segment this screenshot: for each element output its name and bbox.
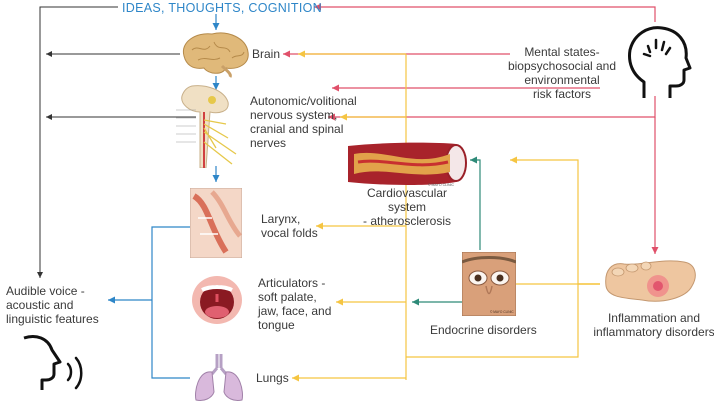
black-arrows [37,6,196,278]
yellow-arrows [292,50,600,382]
artery-credit: © MAYO CLINIC [428,183,455,187]
cognition-title: IDEAS, THOUGHTS, COGNITION [122,1,322,15]
larynx-image [190,188,242,258]
voice-label: Audible voice - acoustic and linguistic … [6,284,99,326]
speaking-head-icon [23,335,83,390]
cardio-label: Cardiovascular system - atherosclerosis [362,186,452,228]
mouth-image [192,276,242,324]
foot-image [605,260,696,302]
articulators-label: Articulators - soft palate, jaw, face, a… [258,276,332,332]
eyes-image: © MAYO CLINIC [462,252,516,316]
artery-image: © MAYO CLINIC [348,142,467,187]
thinking-head-icon [628,26,692,98]
mental-label: Mental states- biopsychosocial and envir… [507,45,617,101]
blue-arrows [108,14,220,379]
nervous-system-image [176,85,237,168]
brain-image [182,32,249,78]
eyes-credit: © MAYO CLINIC [490,310,514,314]
nerves-label: Autonomic/volitional nervous system, cra… [250,94,357,150]
inflammation-label: Inflammation and inflammatory disorders [593,311,714,339]
lungs-label: Lungs [256,371,289,385]
lungs-image [195,354,243,401]
brain-label: Brain [252,47,281,61]
teal-arrows [412,156,481,306]
endocrine-label: Endocrine disorders [430,323,537,337]
larynx-label: Larynx, vocal folds [261,212,318,240]
